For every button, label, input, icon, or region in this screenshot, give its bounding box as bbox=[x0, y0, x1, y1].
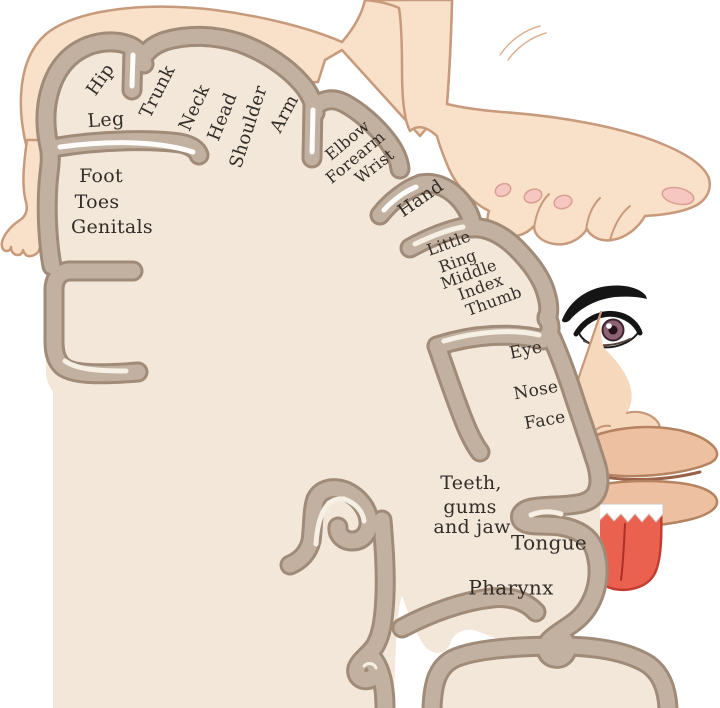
label-teeth-line1: Teeth, bbox=[440, 472, 501, 494]
finger-crease bbox=[585, 197, 601, 231]
eyebrow-illustration bbox=[562, 285, 647, 323]
finger-crease bbox=[609, 205, 631, 241]
label-foot: Foot bbox=[79, 165, 123, 187]
arm-hand-illustration bbox=[363, 0, 712, 246]
sulcus-slit bbox=[381, 184, 419, 213]
label-tongue: Tongue bbox=[511, 531, 587, 555]
sulcus-slit bbox=[441, 329, 542, 344]
sulcus-slit bbox=[309, 107, 316, 155]
curled-fingernail bbox=[553, 194, 573, 210]
sketch-line bbox=[507, 32, 547, 61]
upper-eyelid bbox=[573, 310, 643, 337]
index-fingernail bbox=[661, 186, 695, 206]
tongue-crease bbox=[620, 523, 626, 581]
label-teeth-line2: gums bbox=[443, 496, 496, 518]
bottom-gyrus-interior bbox=[435, 649, 664, 708]
lower-eyelid bbox=[583, 338, 631, 347]
curled-fingernail bbox=[494, 182, 512, 198]
sulcus-slit bbox=[62, 358, 129, 374]
sulcus-slit bbox=[313, 496, 367, 547]
label-teeth-line3: and jaw bbox=[433, 516, 511, 538]
label-leg: Leg bbox=[87, 108, 125, 133]
sketch-line bbox=[499, 25, 541, 56]
sulcus-slits bbox=[57, 52, 564, 670]
eye-highlight bbox=[606, 323, 612, 329]
curled-fingernail bbox=[523, 188, 543, 204]
sulcus-slit bbox=[57, 140, 196, 155]
label-genitals: Genitals bbox=[71, 216, 153, 238]
finger-crease bbox=[533, 193, 550, 229]
label-pharynx: Pharynx bbox=[468, 576, 554, 600]
sulcus-slit bbox=[362, 662, 378, 670]
sulcus-slit bbox=[528, 509, 564, 518]
sulcus-slit bbox=[412, 224, 466, 247]
label-toes: Toes bbox=[75, 191, 120, 213]
sulcus-slit bbox=[129, 52, 136, 89]
